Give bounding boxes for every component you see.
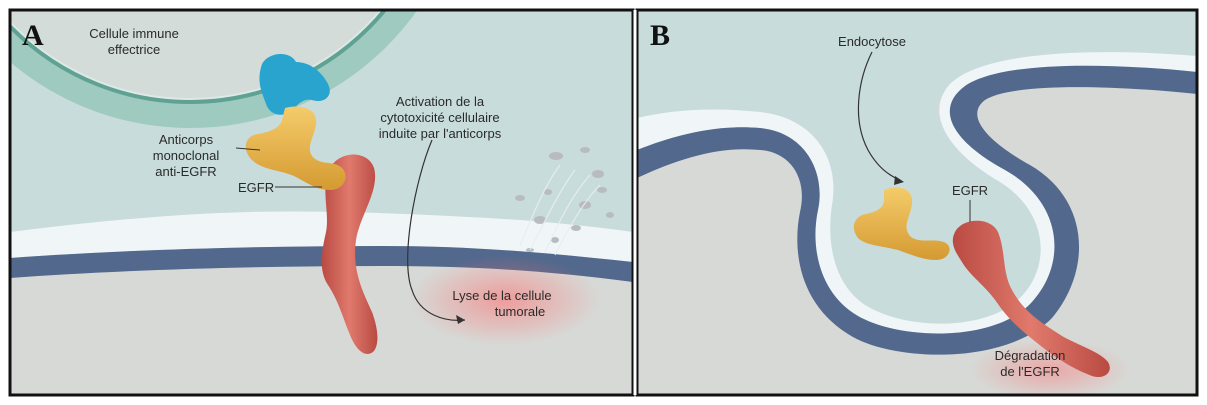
lysis-label-line2: tumorale — [495, 304, 546, 319]
panel-b-letter: B — [650, 19, 670, 52]
lysis-label-line1: Lyse de la cellule — [452, 288, 551, 303]
antibody-label-line3: anti-EGFR — [155, 164, 216, 179]
activation-label-line2: cytotoxicité cellulaire — [380, 110, 499, 125]
endocytosis-label: Endocytose — [838, 34, 906, 49]
activation-label-line1: Activation de la — [396, 94, 485, 109]
panel-a-letter: A — [22, 19, 44, 52]
degradation-label-line1: Dégradation — [995, 348, 1066, 363]
immune-cell-label-line1: Cellule immune — [89, 26, 179, 41]
immune-cell-label-line2: effectrice — [108, 42, 161, 57]
panel-b: B Endocytose EGFR Dégradation de l'EGFR — [637, 10, 1197, 400]
antibody-label-line1: Anticorps — [159, 132, 214, 147]
degradation-label-line2: de l'EGFR — [1000, 364, 1060, 379]
activation-label-line3: induite par l'anticorps — [379, 126, 502, 141]
egfr-label-b: EGFR — [952, 183, 988, 198]
egfr-label-a: EGFR — [238, 180, 274, 195]
antibody-label-line2: monoclonal — [153, 148, 220, 163]
panel-a: A Cellule immune effectrice Activation d… — [0, 0, 633, 395]
